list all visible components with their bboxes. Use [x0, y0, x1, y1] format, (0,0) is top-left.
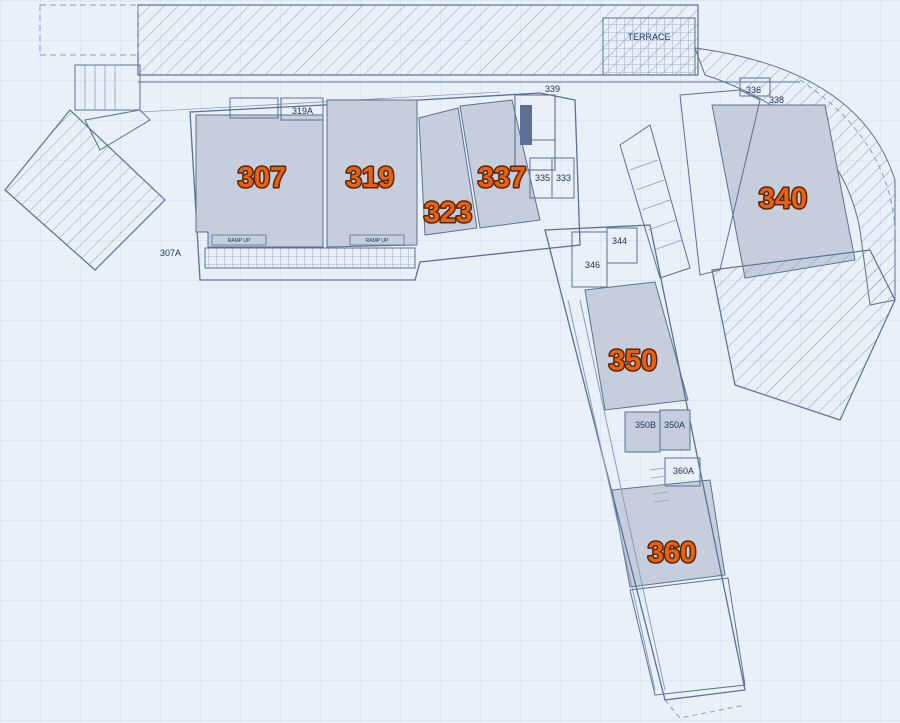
room-360-area	[611, 479, 726, 588]
north-corridor-line-2	[139, 91, 501, 113]
room-323-area	[418, 107, 478, 236]
terrace-label: TERRACE	[627, 32, 670, 42]
room-319a-label: 319A	[292, 106, 313, 116]
room-338-label: 338	[769, 95, 784, 105]
northwest-wing	[4, 109, 166, 271]
elevator-shaft	[520, 105, 532, 145]
east-outer-dashed-curve	[799, 79, 896, 231]
south-corridor-line-2	[579, 299, 666, 691]
room-360-label: 360	[648, 537, 696, 569]
room-350a-box	[659, 409, 691, 451]
room-307a-label: 307A	[160, 248, 181, 258]
west-south-corridor	[204, 247, 416, 269]
south-stair-treads	[649, 467, 670, 503]
room-360a-box	[664, 457, 701, 487]
room-340-label: 340	[759, 183, 807, 215]
room-319a-box	[280, 97, 324, 121]
room-319-label: 319	[346, 162, 394, 194]
south-lower-hall	[629, 577, 746, 696]
room-323-label: 323	[424, 197, 472, 229]
northwest-stair	[74, 64, 141, 111]
west-wing-outline	[189, 92, 581, 281]
room-344-label: 344	[612, 236, 627, 246]
room-333-label: 333	[556, 173, 571, 183]
room-350a-label: 350A	[664, 420, 685, 430]
east-corridor	[679, 89, 761, 276]
northwest-stair-treads	[84, 65, 116, 110]
room-350b-box	[624, 411, 661, 453]
room-350-area	[584, 281, 689, 411]
room-335-label: 335	[535, 173, 550, 183]
east-stair-treads	[629, 159, 683, 251]
ramp-307-label: RAMP UP	[228, 238, 251, 244]
ramp-319-label: RAMP UP	[366, 238, 389, 244]
room-333-box	[551, 157, 575, 199]
room-336-label: 336	[746, 85, 761, 95]
room-337-area	[459, 99, 541, 229]
south-wing-outline	[544, 224, 746, 701]
northwest-dashed-edge	[39, 4, 139, 56]
room-344-box	[606, 227, 638, 264]
room-307-closet	[229, 97, 279, 119]
northwest-wing-core	[84, 109, 151, 151]
room-346-label: 346	[585, 260, 600, 270]
ramp-307	[211, 234, 267, 246]
ramp-319	[349, 234, 405, 246]
elevator-core	[514, 94, 556, 171]
south-wing-dashed-edge	[664, 699, 746, 719]
southeast-wedge	[711, 249, 896, 421]
south-corridor-line	[567, 299, 656, 691]
room-339-label: 339	[545, 84, 560, 94]
room-307-label: 307	[238, 162, 286, 194]
room-350b-label: 350B	[635, 420, 656, 430]
room-360a-label: 360A	[673, 466, 694, 476]
room-336-box	[739, 77, 771, 97]
terrace-area	[602, 17, 696, 76]
room-350-label: 350	[609, 345, 657, 377]
east-stair	[619, 124, 691, 279]
room-337-label: 337	[478, 162, 526, 194]
room-319-area	[326, 99, 418, 248]
